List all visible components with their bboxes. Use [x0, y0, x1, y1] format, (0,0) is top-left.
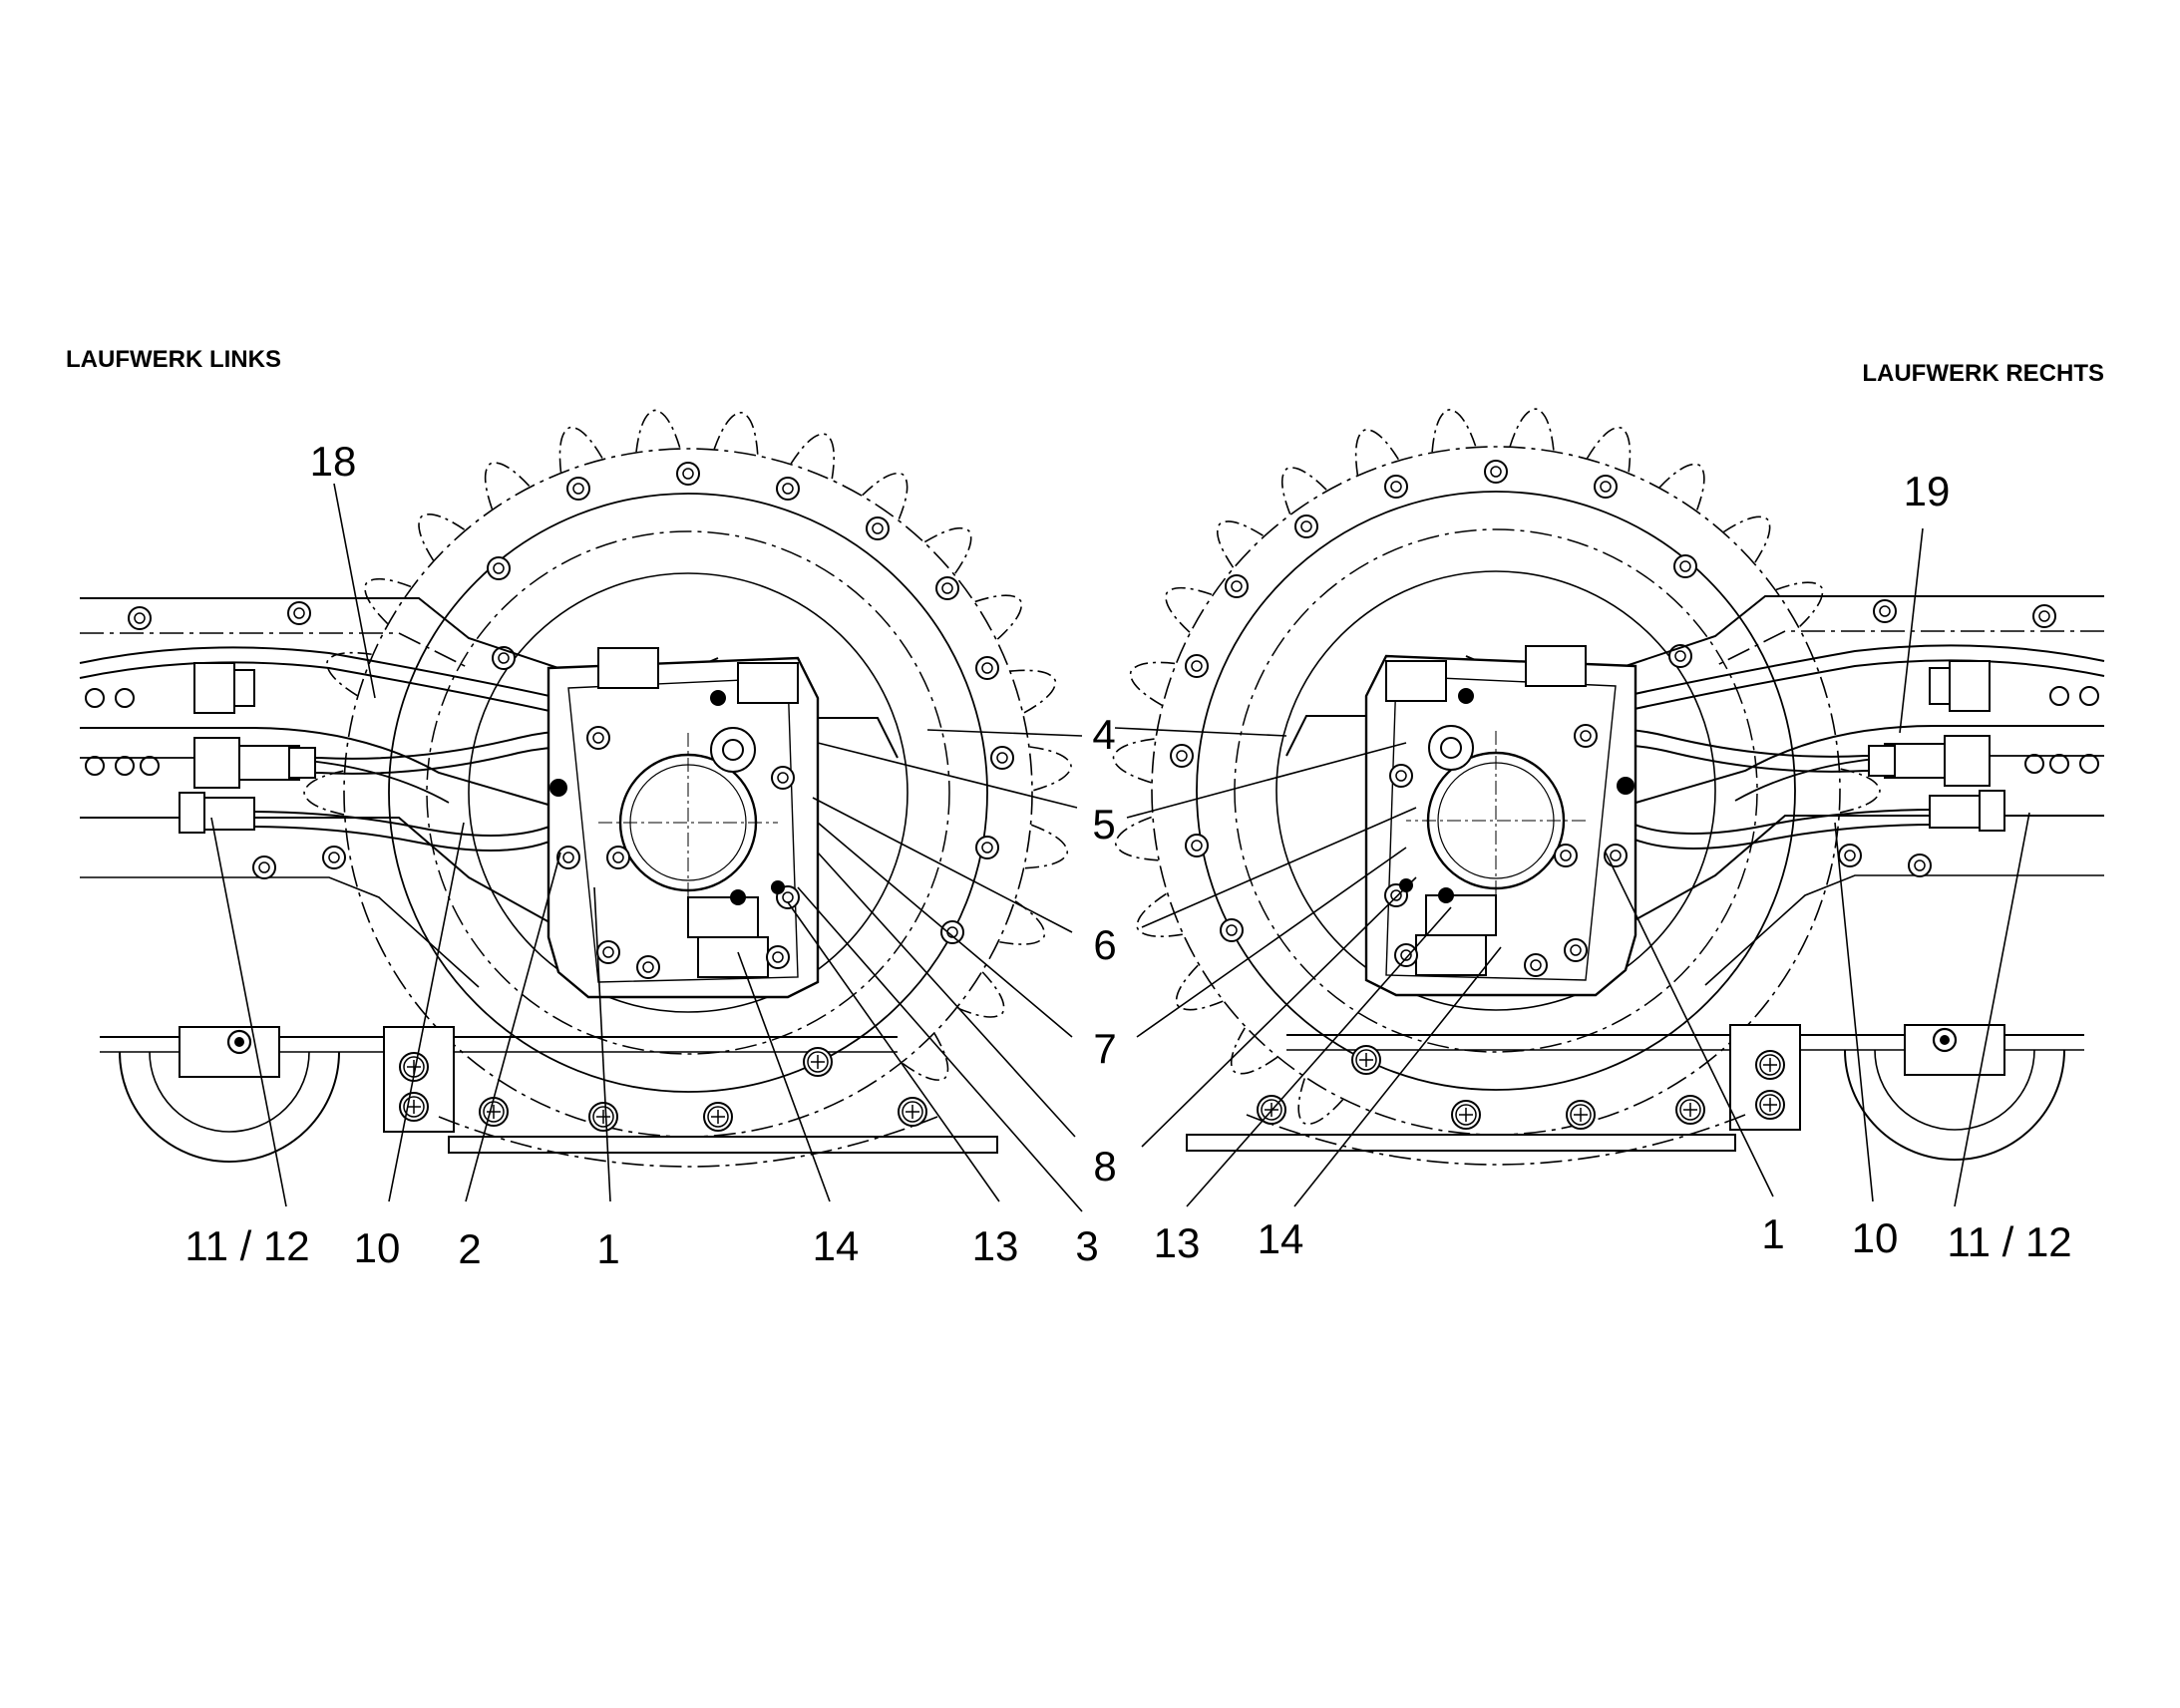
sprocket-tooth: [353, 564, 413, 625]
callout-13-right: 13: [1153, 1219, 1201, 1266]
sprocket-tooth: [1586, 420, 1642, 474]
sprocket-tooth: [790, 425, 848, 481]
callout-14-right: 14: [1257, 1215, 1304, 1262]
right-drive-assembly: [1152, 447, 2104, 1165]
sprocket-tooth: [1268, 456, 1328, 515]
sprocket-tooth: [1110, 734, 1157, 784]
left-undercarriage-title: LAUFWERK LINKS: [66, 346, 281, 373]
callout-10-left: 10: [353, 1224, 401, 1271]
sprocket-tooth: [404, 500, 466, 561]
callout-1-left: 1: [596, 1225, 620, 1272]
sprocket-tooth: [1426, 406, 1477, 454]
sprocket-tooth: [547, 420, 604, 474]
right-undercarriage-title: LAUFWERK RECHTS: [1862, 360, 2104, 387]
sprocket-tooth: [713, 408, 765, 457]
callout-7: 7: [1093, 1025, 1117, 1072]
callout-8: 8: [1093, 1143, 1117, 1190]
sprocket-tooth: [1164, 963, 1225, 1025]
sprocket-tooth: [1509, 406, 1559, 452]
sprocket-tooth: [631, 407, 681, 454]
sprocket-tooth: [1342, 421, 1400, 477]
callout-11-12-right: 11 / 12: [1947, 1218, 2072, 1265]
sprocket-tooth: [1023, 824, 1072, 875]
sprocket-tooth: [1217, 1026, 1278, 1088]
sprocket-tooth: [1154, 573, 1214, 633]
sprocket-tooth: [1028, 743, 1074, 792]
sprocket-tooth: [1123, 650, 1177, 707]
callout-13-left: 13: [971, 1222, 1019, 1269]
callout-1-right: 1: [1761, 1210, 1785, 1257]
callout-10-right: 10: [1851, 1214, 1899, 1261]
callout-4: 4: [1092, 711, 1116, 758]
sprocket-tooth: [973, 580, 1033, 641]
sprocket-tooth: [1203, 507, 1265, 568]
callout-5: 5: [1092, 801, 1116, 848]
callout-11-12-left: 11 / 12: [184, 1222, 310, 1269]
callout-2: 2: [458, 1225, 482, 1272]
leader-lines: [210, 483, 2030, 1212]
left-drive-assembly: [80, 449, 1032, 1167]
callout-3: 3: [1075, 1222, 1099, 1269]
sprocket-tooth: [1722, 503, 1784, 564]
sprocket-tooth: [923, 513, 985, 575]
sprocket-tooth: [1658, 453, 1719, 512]
sprocket-tooth: [318, 639, 374, 697]
sprocket-tooth: [1775, 567, 1834, 628]
sprocket-tooth: [1009, 658, 1063, 714]
sprocket-tooth: [1111, 816, 1160, 867]
callout-18: 18: [309, 438, 357, 485]
sprocket-tooth: [471, 451, 531, 511]
sprocket-tooth: [997, 900, 1054, 958]
callout-6: 6: [1093, 921, 1117, 968]
callout-19: 19: [1903, 468, 1951, 514]
sprocket-tooth: [861, 461, 922, 521]
callout-14-left: 14: [812, 1222, 860, 1269]
